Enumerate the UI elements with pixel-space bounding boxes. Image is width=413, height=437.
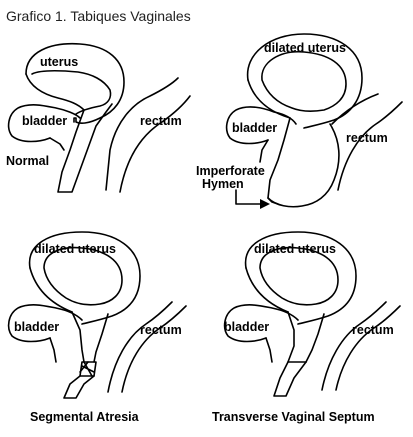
bladder-outline (225, 106, 297, 145)
uterus-cavity (261, 51, 347, 113)
bladder-urethra (259, 139, 269, 163)
rectum-front-wall (321, 301, 387, 391)
figure-title: Grafico 1. Tabiques Vaginales (6, 8, 191, 24)
uterus-inner-outline (245, 267, 289, 313)
uterus-inner-outline (25, 73, 85, 111)
uterus-label: uterus (40, 55, 78, 69)
lower-vagina (63, 375, 95, 399)
normal-caption: Normal (6, 154, 49, 168)
rectum-front-wall (105, 77, 179, 191)
vagina-wall (57, 103, 113, 193)
bladder-urethra (265, 337, 273, 363)
panel-transverse-septum: dilated uterus bladder rectum Transverse… (212, 231, 401, 424)
bladder-label: bladder (224, 320, 269, 334)
bladder-urethra (49, 137, 65, 151)
rectum-back-wall (119, 95, 191, 193)
uterus-inner-outline (29, 267, 73, 313)
uterus-inner-outline (247, 79, 291, 119)
uterus-outer-outline (246, 33, 363, 129)
hymen-pointer-arrow-line (235, 189, 261, 205)
bladder-outline (223, 304, 299, 343)
upper-vagina-back (93, 313, 109, 363)
uterus-outer-outline (244, 231, 357, 325)
upper-vagina-back (305, 313, 325, 363)
dilated-uterus-label: dilated uterus (254, 242, 336, 256)
rectum-back-wall (121, 305, 187, 393)
panel-segmental-atresia: dilated uterus bladder rectum Segmental … (7, 231, 187, 424)
atresia-caption: Segmental Atresia (30, 410, 140, 424)
rectum-front-wall (337, 101, 403, 191)
bladder-outline (7, 304, 83, 343)
rectum-label: rectum (352, 323, 394, 337)
bladder-label: bladder (232, 121, 277, 135)
rectum-label: rectum (140, 323, 182, 337)
dilated-vagina (267, 117, 340, 208)
imperforate-caption-line1: Imperforate (196, 164, 265, 178)
bladder-label: bladder (14, 320, 59, 334)
upper-vagina (71, 311, 85, 363)
atresia-hatch (79, 361, 95, 377)
upper-vagina (287, 311, 295, 363)
septum-caption: Transverse Vaginal Septum (212, 410, 375, 424)
uterus-outer-outline (28, 231, 141, 325)
uterus-cavity (259, 246, 339, 306)
dilated-uterus-label: dilated uterus (264, 41, 346, 55)
rectum-front-wall (107, 301, 173, 393)
uterus-cavity (43, 246, 123, 306)
hymen-pointer-arrowhead (260, 199, 270, 209)
rectum-label: rectum (346, 131, 388, 145)
lower-vagina (273, 361, 307, 397)
dilated-uterus-label: dilated uterus (34, 242, 116, 256)
panel-normal: uterus bladder rectum Normal (6, 42, 191, 193)
panel-imperforate-hymen: dilated uterus bladder rectum Imperforat… (196, 33, 403, 209)
uterus-outer-outline (25, 42, 125, 124)
rectum-label: rectum (140, 114, 182, 128)
hymen-membrane (267, 197, 279, 205)
rectum-back-wall (331, 93, 379, 125)
imperforate-caption-line2: Hymen (202, 177, 244, 191)
rectum-back-wall (335, 305, 401, 391)
bladder-outline (7, 104, 81, 143)
bladder-label: bladder (22, 114, 67, 128)
bladder-urethra (49, 337, 57, 363)
uterus-cavity (31, 69, 112, 115)
